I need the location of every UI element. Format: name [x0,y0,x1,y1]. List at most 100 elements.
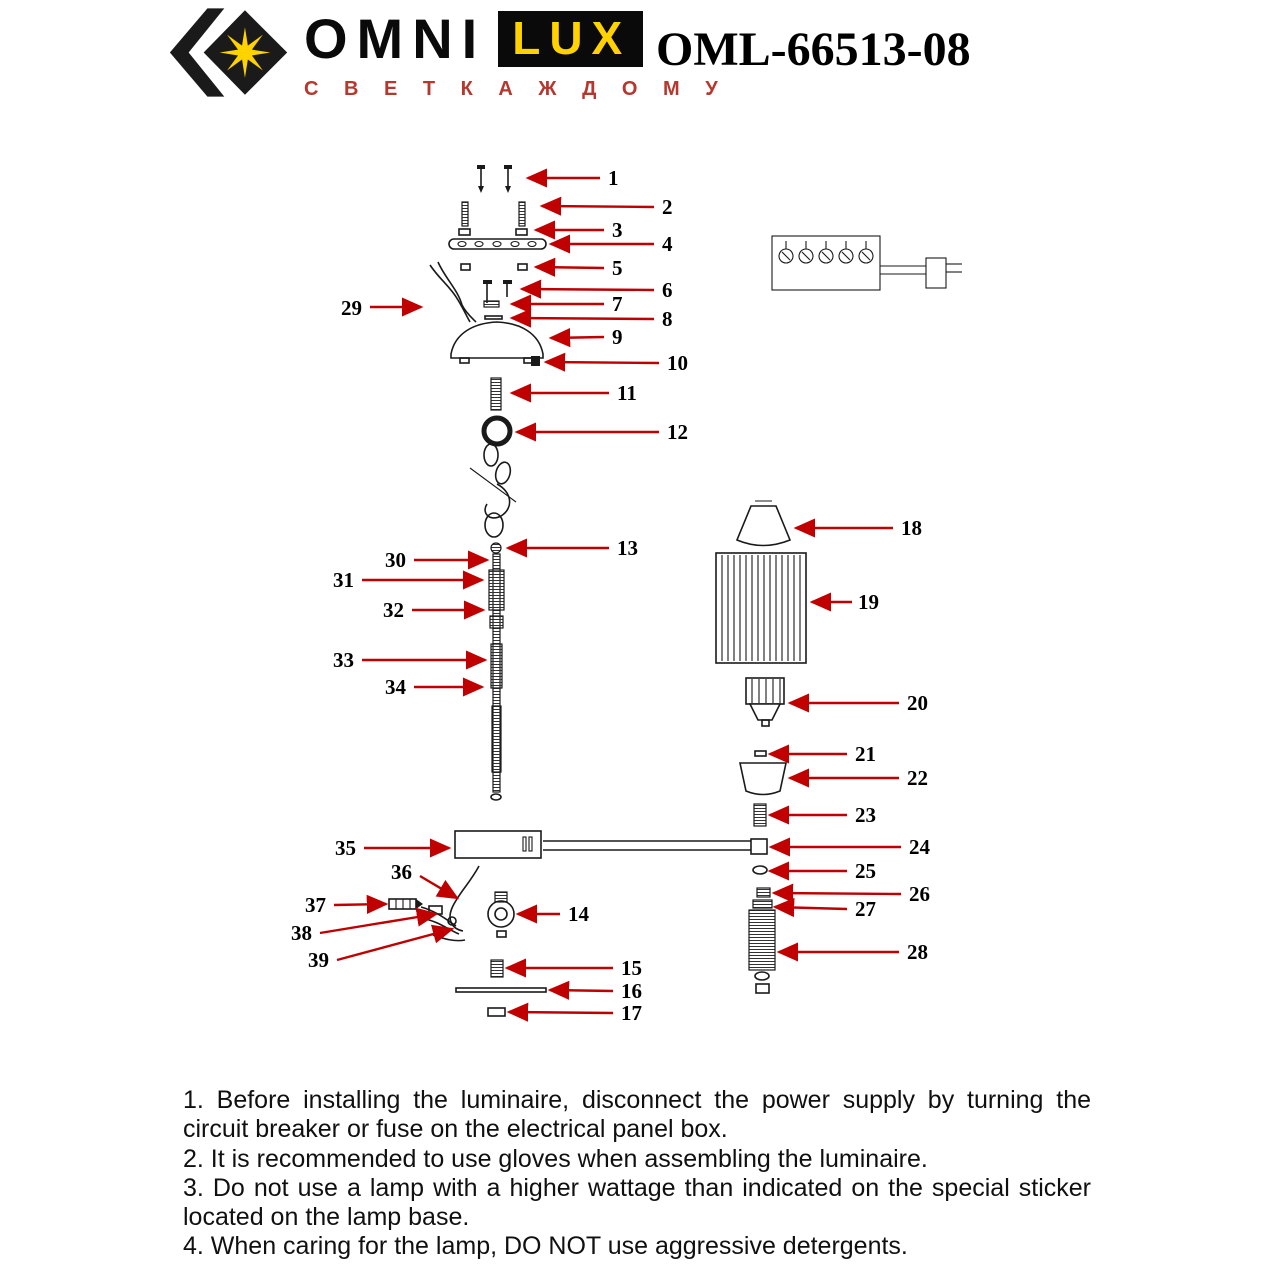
part-label-26: 26 [909,882,930,906]
leader-line-16 [547,980,614,1000]
part-24: 24 [543,835,931,859]
part-18: 18 [735,500,922,547]
part-36: 36 [391,860,480,932]
part-33: 33 [333,648,488,672]
leader-line-36 [419,874,460,900]
part-4: 4 [448,232,673,256]
part-label-1: 1 [608,166,619,190]
leader-line-6 [519,279,655,299]
part-13: 13 [490,536,638,560]
part-label-39: 39 [308,948,329,972]
part-9: 9 [450,321,623,364]
part-22: 22 [739,762,928,796]
part-14: 14 [487,891,590,938]
part-3: 3 [458,218,623,242]
part-label-35: 35 [335,836,356,860]
part-15: 15 [490,956,642,980]
part-label-33: 33 [333,648,354,672]
instruction-4: 4. When caring for the lamp, DO NOT use … [183,1232,908,1261]
instruction-1: 1. Before installing the luminaire, disc… [183,1086,1091,1144]
leader-line-26 [771,883,902,903]
part-2: 2 [461,195,673,227]
part-label-6: 6 [662,278,673,302]
part-label-27: 27 [855,897,876,921]
part-37: 37 [305,893,423,917]
part-23: 23 [753,803,876,827]
part-label-10: 10 [667,351,688,375]
part-11: 11 [490,377,637,411]
leader-line-9 [548,328,605,348]
exploded-parts-diagram: 1 2 3 4 5 [291,165,962,1025]
leader-line-8 [509,308,655,328]
instruction-2: 2. It is recommended to use gloves when … [183,1144,928,1173]
part-35: 35 [335,830,542,860]
part-label-24: 24 [909,835,931,859]
part-19: 19 [715,552,879,664]
part-25: 25 [752,859,876,883]
part-16: 16 [455,979,642,1003]
brand-omni: OMNI [304,7,487,70]
central-threaded-rod [488,553,505,801]
part-label-17: 17 [621,1001,642,1025]
part-label-34: 34 [385,675,407,699]
part-8: 8 [484,307,673,331]
part-label-32: 32 [383,598,404,622]
part-17: 17 [487,1001,642,1025]
logo-text: OMNI LUX С В Е Т К А Ж Д О М У [304,8,728,101]
part-26: 26 [756,882,930,906]
part-34: 34 [385,675,485,699]
chain-and-hook [469,443,517,538]
leader-line-17 [506,1002,614,1022]
part-12: 12 [481,415,688,447]
part-label-28: 28 [907,940,928,964]
part-label-20: 20 [907,691,928,715]
leader-line-39 [336,924,455,962]
part-label-25: 25 [855,859,876,883]
part-32: 32 [383,598,486,622]
part-label-21: 21 [855,742,876,766]
part-label-18: 18 [901,516,922,540]
part-label-3: 3 [612,218,623,242]
leader-line-5 [533,257,605,277]
part-label-31: 31 [333,568,354,592]
part-label-30: 30 [385,548,406,572]
brand-logo: OMNI LUX С В Е Т К А Ж Д О М У [168,8,728,101]
part-label-22: 22 [907,766,928,790]
part-1-shape [477,165,512,193]
part-label-9: 9 [612,325,623,349]
part-label-36: 36 [391,860,412,884]
part-20: 20 [745,677,928,727]
part-21: 21 [754,742,876,766]
leader-line-10 [543,352,660,372]
part-label-15: 15 [621,956,642,980]
part-label-8: 8 [662,307,673,331]
part-5: 5 [460,256,623,280]
part-28: 28 [748,909,928,994]
part-label-5: 5 [612,256,623,280]
model-number-title: OML-66513-08 [656,23,971,76]
part-label-19: 19 [858,590,879,614]
part-label-2: 2 [662,195,673,219]
brand-tagline: С В Е Т К А Ж Д О М У [304,78,728,100]
part-label-12: 12 [667,420,688,444]
part-27: 27 [752,897,876,921]
part-label-7: 7 [612,292,623,316]
leader-line-38 [319,907,439,935]
instruction-3: 3. Do not use a lamp with a higher watta… [183,1173,1091,1231]
wiring-diagram [771,235,962,291]
part-label-13: 13 [617,536,638,560]
part-label-14: 14 [568,902,590,926]
part-label-23: 23 [855,803,876,827]
part-label-11: 11 [617,381,637,405]
part-29: 29 [341,261,477,323]
part-label-38: 38 [291,921,312,945]
leader-line-27 [772,897,848,918]
leader-line-37 [333,894,389,914]
part-31: 31 [333,568,485,592]
brand-lux: LUX [498,11,644,67]
instructions-block: 1. Before installing the luminaire, disc… [183,1086,1091,1262]
part-10: 10 [531,351,688,375]
part-6: 6 [483,278,673,303]
part-label-29: 29 [341,296,362,320]
